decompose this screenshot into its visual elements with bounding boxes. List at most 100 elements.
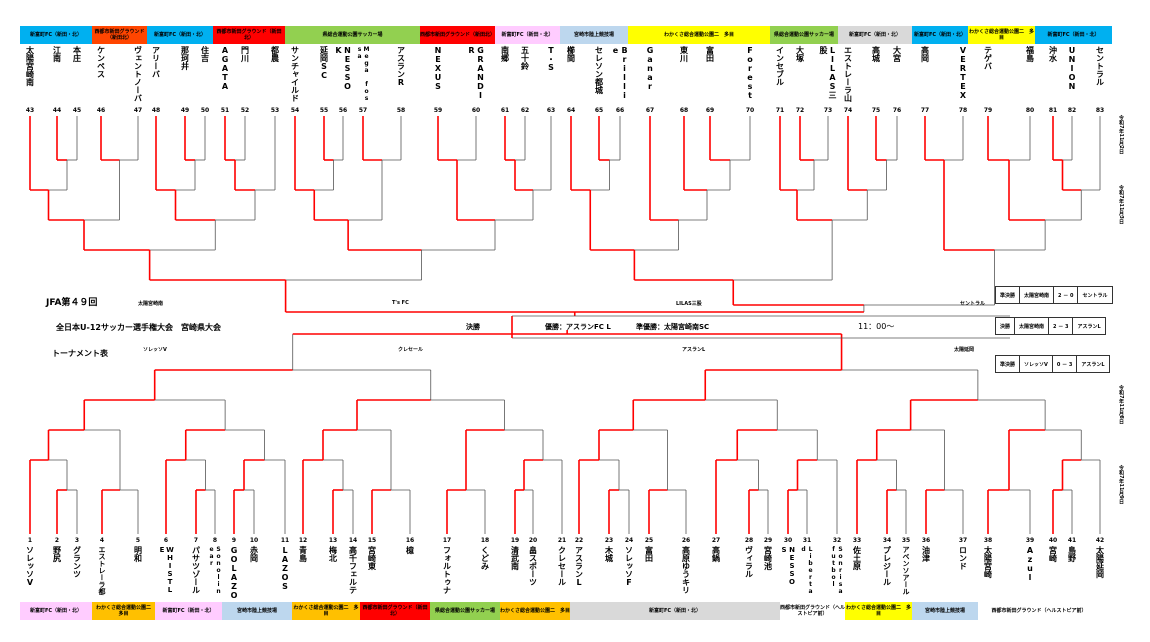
team-name: フォルトゥナ [442, 546, 452, 594]
team-name: サンチャイルド [290, 46, 300, 102]
team-name: 高原ゆうキリ [681, 546, 691, 594]
venue-label: 新富町FC（新田・北） [20, 26, 92, 44]
team-number: 24 [624, 537, 634, 544]
team-name: 那珂井 [180, 46, 190, 70]
team-number: 61 [500, 107, 510, 114]
team-name: 宮崎 [1048, 546, 1058, 562]
venue-label: わかくさ総合運動公園二 多目 [500, 602, 570, 620]
semi-label-tl: 太陽宮崎南 [138, 301, 164, 307]
tournament-title: JFA第４９回 [46, 298, 98, 308]
venue-label: 宮崎市陸上競技場 [560, 26, 628, 44]
team-number: 80 [1025, 107, 1035, 114]
team-name: 檍 [405, 546, 415, 554]
team-number: 1 [27, 537, 33, 544]
team-number: 46 [96, 107, 106, 114]
team-name: 本庄 [72, 46, 82, 62]
venue-label: 西都市新田グラウンド（新田北） [213, 26, 285, 44]
team-number: 52 [240, 107, 250, 114]
team-name: 太陽宮崎 [983, 546, 993, 578]
team-number: 56 [338, 107, 348, 114]
team-name: 高鍋 [711, 546, 721, 562]
team-name: ソレッソF [624, 546, 634, 587]
team-number: 67 [645, 107, 655, 114]
team-name: GRANDIR [467, 46, 485, 100]
venue-label: わかくさ総合運動公園二 多目 [628, 26, 770, 44]
team-number: 66 [615, 107, 625, 114]
team-number: 35 [901, 537, 911, 544]
team-number: 11 [280, 537, 290, 544]
team-number: 48 [151, 107, 161, 114]
team-name: Libertad [800, 546, 814, 595]
team-number: 82 [1067, 107, 1077, 114]
team-name: NESSO K [334, 46, 352, 91]
team-name: 櫛間 [566, 46, 576, 62]
team-number: 72 [795, 107, 805, 114]
venue-label: 新富町FC（新田・北） [912, 26, 968, 44]
team-number: 47 [133, 107, 143, 114]
team-name: 太陽延岡 [1095, 546, 1105, 578]
team-name: 梅北 [328, 546, 338, 562]
team-name: 清武南 [510, 546, 520, 570]
team-name: ソレッソV [25, 546, 35, 587]
team-name: 宮崎東 [367, 546, 377, 570]
semi-label-rl: LILAS三股 [676, 301, 702, 307]
final-time: 11：00〜 [858, 322, 895, 331]
venue-label: 新富町FC（新田・北） [838, 26, 912, 44]
team-number: 59 [433, 107, 443, 114]
team-name: VERTEX [958, 46, 968, 100]
team-number: 54 [290, 107, 300, 114]
venue-label: 宮崎市陸上競技場 [912, 602, 978, 620]
result-score: 0 － 3 [1051, 355, 1078, 373]
team-name: 高城 [871, 46, 881, 62]
result-round: 準決勝 [994, 286, 1021, 304]
team-name: 福島 [1025, 46, 1035, 62]
result-away: セントラル [1077, 286, 1113, 304]
team-number: 70 [745, 107, 755, 114]
result-row: 決勝 太陽宮崎南 2 － 3 アスランL [994, 317, 1106, 335]
team-name: WHISTLE [158, 546, 174, 594]
team-name: UNION [1067, 46, 1077, 91]
team-number: 22 [574, 537, 584, 544]
venue-label: 新富町FC（新田・北） [1035, 26, 1112, 44]
team-number: 71 [775, 107, 785, 114]
venue-label: 新富町FC（新田・北） [155, 602, 222, 620]
team-number: 7 [193, 537, 199, 544]
team-number: 34 [882, 537, 892, 544]
team-name: 大塚 [795, 46, 805, 62]
team-number: 40 [1048, 537, 1058, 544]
team-number: 26 [681, 537, 691, 544]
team-name: AGATA [220, 46, 230, 91]
team-number: 9 [231, 537, 237, 544]
team-number: 28 [744, 537, 754, 544]
team-number: 21 [557, 537, 567, 544]
team-number: 75 [871, 107, 881, 114]
team-name: パサツゾール [191, 546, 201, 594]
team-name: Brillie [611, 46, 629, 100]
team-number: 14 [348, 537, 358, 544]
team-number: 50 [200, 107, 210, 114]
team-number: 19 [510, 537, 520, 544]
result-score: 2 － 3 [1048, 317, 1074, 335]
team-name: 島野 [1067, 546, 1077, 562]
final-label: 決勝 [466, 323, 480, 331]
team-name: 沖水 [1048, 46, 1058, 62]
team-number: 36 [921, 537, 931, 544]
team-name: 明和 [133, 546, 143, 562]
team-name: セレソン都城 [594, 46, 604, 94]
team-name: NESSO S [780, 546, 796, 586]
team-number: 39 [1025, 537, 1035, 544]
team-name: 大宮 [892, 46, 902, 62]
team-name: 油津 [921, 546, 931, 562]
team-number: 43 [25, 107, 35, 114]
team-number: 23 [604, 537, 614, 544]
runner-up: 準優勝：太陽宮崎南SC [636, 323, 710, 331]
team-number: 4 [99, 537, 105, 544]
team-number: 49 [180, 107, 190, 114]
tournament-subtitle: 全日本U-12サッカー選手権大会 宮崎県大会 [56, 323, 221, 332]
result-round: 準決勝 [994, 355, 1021, 373]
team-name: アスランR [396, 46, 406, 87]
team-name: 高岡 [920, 46, 930, 62]
team-name: テゲバ [983, 46, 993, 70]
team-number: 63 [546, 107, 556, 114]
team-name: 太陽宮崎南 [25, 46, 35, 86]
